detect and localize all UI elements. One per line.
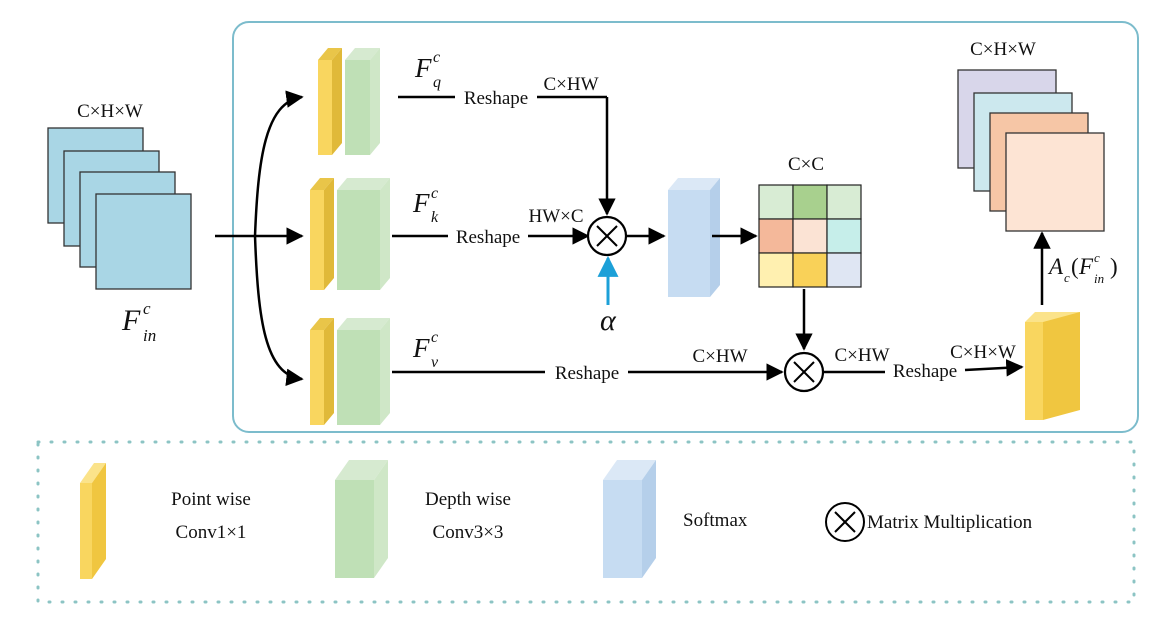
svg-text:A: A — [1047, 254, 1064, 279]
cc-matrix-label: C×C — [788, 154, 824, 175]
legend-softmax-swatch — [603, 460, 656, 578]
output-dims-label: C×H×W — [970, 39, 1036, 60]
svg-text:): ) — [1110, 254, 1118, 279]
after-mult-dims2-label: C×H×W — [950, 342, 1016, 363]
query-symbol: F c q — [414, 49, 441, 91]
query-path — [398, 95, 616, 216]
cc-matrix-cell — [758, 218, 794, 254]
svg-text:q: q — [433, 74, 441, 91]
split-arrows — [215, 90, 304, 386]
value-symbol: F c v — [412, 329, 439, 371]
legend-depthwise-line2: Conv3×3 — [433, 522, 504, 543]
cc-matrix-cell — [826, 184, 862, 220]
output-path — [823, 359, 1024, 377]
legend-depthwise-swatch — [335, 460, 388, 578]
svg-text:c: c — [433, 49, 440, 66]
svg-text:v: v — [431, 354, 439, 371]
cc-matrix-cell — [826, 218, 862, 254]
svg-text:F: F — [412, 333, 430, 363]
legend-depthwise-line1: Depth wise — [425, 489, 511, 510]
query-dims-label: C×HW — [543, 74, 598, 95]
query-reshape-label: Reshape — [464, 88, 528, 109]
softmax-block — [668, 178, 720, 297]
svg-text:(: ( — [1071, 254, 1079, 279]
input-dims-label: C×H×W — [77, 101, 143, 122]
key-symbol: F c k — [412, 185, 439, 226]
svg-text:c: c — [143, 299, 151, 318]
cc-matrix-cell — [758, 184, 794, 220]
module-frame — [232, 21, 1139, 433]
svg-text:F: F — [414, 53, 432, 83]
output-feature-stack — [957, 69, 1105, 232]
legend-softmax-label: Softmax — [683, 510, 748, 531]
output-expression: A c ( F c in ) — [1047, 250, 1118, 286]
svg-text:F: F — [1078, 254, 1094, 279]
after-mult-reshape-label: Reshape — [893, 361, 957, 382]
svg-text:c: c — [431, 185, 438, 202]
cc-matrix-cell — [758, 252, 794, 288]
svg-text:k: k — [431, 209, 439, 226]
alpha-symbol: α — [600, 304, 617, 337]
legend-pointwise-line2: Conv1×1 — [176, 522, 247, 543]
value-dims-label: C×HW — [692, 346, 747, 367]
legend-pointwise-line1: Point wise — [171, 489, 251, 510]
svg-text:c: c — [1064, 270, 1070, 285]
key-reshape-label: Reshape — [456, 227, 520, 248]
cc-matrix-cell — [826, 252, 862, 288]
svg-text:in: in — [1094, 271, 1104, 286]
svg-text:in: in — [143, 326, 156, 345]
input-feature-stack — [47, 127, 192, 290]
cc-matrix-cell — [792, 184, 828, 220]
legend-pointwise-swatch — [80, 463, 106, 579]
input-symbol: F c in — [121, 299, 156, 345]
query-conv-block — [318, 48, 380, 155]
matmul-node-2 — [783, 351, 825, 393]
value-conv-block — [310, 318, 390, 425]
svg-text:F: F — [121, 304, 141, 337]
output-conv-block — [1025, 312, 1080, 420]
legend-matmul-label: Matrix Multiplication — [867, 512, 1033, 533]
svg-text:F: F — [412, 188, 430, 218]
matmul-node-1 — [586, 215, 628, 257]
key-dims-label: HW×C — [528, 206, 583, 227]
cc-matrix-cell — [792, 218, 828, 254]
svg-text:c: c — [1094, 250, 1100, 265]
svg-text:c: c — [431, 329, 438, 346]
after-mult-dims-label: C×HW — [834, 345, 889, 366]
value-reshape-label: Reshape — [555, 363, 619, 384]
legend-frame — [36, 440, 1136, 604]
cc-matrix-cell — [792, 252, 828, 288]
key-conv-block — [310, 178, 390, 290]
cc-matrix — [758, 184, 862, 288]
legend-matmul-icon — [825, 502, 865, 542]
